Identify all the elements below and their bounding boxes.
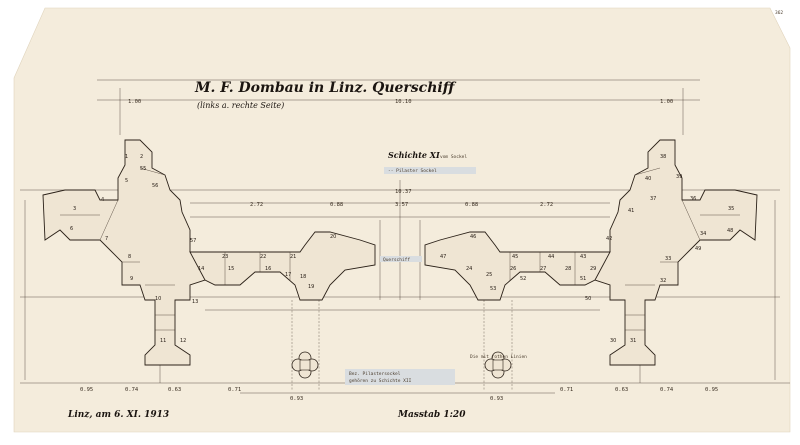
span-dimension: 10.37 xyxy=(395,189,412,195)
block-label: 49 xyxy=(695,246,701,252)
block-label: 38 xyxy=(660,154,666,160)
block-label: 41 xyxy=(628,208,634,214)
block-label: 37 xyxy=(650,196,656,202)
block-label: 23 xyxy=(222,254,228,260)
block-label: 32 xyxy=(660,278,666,284)
mid-dim-3: 3.57 xyxy=(395,202,408,208)
block-label: 57 xyxy=(190,238,196,244)
mid-dim-1: 2.72 xyxy=(250,202,263,208)
bottom-left-dim-4: 0.71 xyxy=(228,387,241,393)
block-label: 30 xyxy=(610,338,616,344)
pier-base-right xyxy=(484,351,512,379)
block-label: 2 xyxy=(140,154,143,160)
layer-label: Schichte XI xyxy=(388,150,440,160)
mid-dim-4: 0.88 xyxy=(465,202,478,208)
right-wing-plan xyxy=(424,139,758,366)
left-block-labels: 1 2 3 4 5 6 7 8 9 10 11 12 13 14 15 16 1… xyxy=(70,154,336,344)
block-label: 25 xyxy=(486,272,492,278)
legend-note-2: Bez. Pilastersockel xyxy=(349,371,401,377)
left-wing-plan xyxy=(42,139,376,366)
block-label: 56 xyxy=(152,183,158,189)
block-label: 51 xyxy=(580,276,586,282)
block-label: 20 xyxy=(330,234,336,240)
block-label: 15 xyxy=(228,266,234,272)
block-label: 28 xyxy=(565,266,571,272)
block-label: 50 xyxy=(585,296,591,302)
block-label: 16 xyxy=(265,266,271,272)
block-label: 22 xyxy=(260,254,266,260)
block-label: 44 xyxy=(548,254,554,260)
block-label: 11 xyxy=(160,338,166,344)
block-label: 13 xyxy=(192,299,198,305)
block-label: 1 xyxy=(125,154,128,160)
layer-note-1: vom Sockel xyxy=(440,154,467,160)
block-label: 52 xyxy=(520,276,526,282)
paper xyxy=(13,7,791,433)
block-label: 26 xyxy=(510,266,516,272)
drawing-scale: Masstab 1:20 xyxy=(397,410,466,420)
block-label: 40 xyxy=(645,176,651,182)
bottom-right-dim-5: 0.95 xyxy=(705,387,718,393)
drawing-date: Linz, am 6. XI. 1913 xyxy=(67,410,169,420)
block-label: 43 xyxy=(580,254,586,260)
sheet-number: 362 xyxy=(775,10,783,16)
pier-base-left xyxy=(291,351,319,379)
right-block-labels: 24 25 26 27 28 29 30 31 32 33 34 35 36 3… xyxy=(440,154,734,344)
legend-note-3: gehören zu Schichte XII xyxy=(349,378,412,384)
center-label: Querschiff xyxy=(383,257,410,263)
layer-note-2: -- Pilaster Sockel xyxy=(388,168,437,174)
bottom-left-dim-3: 0.63 xyxy=(168,387,181,393)
block-label: 5 xyxy=(125,178,128,184)
bottom-right-dim-3: 0.63 xyxy=(615,387,628,393)
block-label: 19 xyxy=(308,284,314,290)
block-label: 27 xyxy=(540,266,546,272)
block-label: 4 xyxy=(101,197,104,203)
bottom-right-dim-1: 0.93 xyxy=(490,396,503,402)
block-label: 3 xyxy=(73,206,76,212)
legend-note-1: Die mit rothen Linien xyxy=(470,354,527,360)
block-label: 48 xyxy=(727,228,733,234)
right-upper-dimension: 1.00 xyxy=(660,99,673,105)
block-label: 9 xyxy=(130,276,133,282)
block-label: 36 xyxy=(690,196,696,202)
mid-dim-5: 2.72 xyxy=(540,202,553,208)
block-label: 34 xyxy=(700,231,706,237)
block-label: 21 xyxy=(290,254,296,260)
block-label: 42 xyxy=(606,236,612,242)
legend-note-bg xyxy=(345,369,455,385)
block-label: 33 xyxy=(665,256,671,262)
bottom-left-dim-5: 0.93 xyxy=(290,396,303,402)
block-label: 53 xyxy=(490,286,496,292)
mid-dim-2: 0.88 xyxy=(330,202,343,208)
block-label: 18 xyxy=(300,274,306,280)
block-label: 29 xyxy=(590,266,596,272)
block-label: 45 xyxy=(512,254,518,260)
bottom-right-dim-2: 0.71 xyxy=(560,387,573,393)
layer-note-bg xyxy=(384,167,476,174)
block-label: 7 xyxy=(105,236,108,242)
bottom-left-dim-1: 0.95 xyxy=(80,387,93,393)
block-label: 10 xyxy=(155,296,161,302)
overall-dimension: 10.10 xyxy=(395,99,412,105)
block-label: 6 xyxy=(70,226,73,232)
bottom-right-dim-4: 0.74 xyxy=(660,387,674,393)
bottom-left-dim-2: 0.74 xyxy=(125,387,139,393)
block-label: 8 xyxy=(128,254,131,260)
block-label: 39 xyxy=(676,174,682,180)
block-label: 17 xyxy=(285,272,291,278)
block-label: 12 xyxy=(180,338,186,344)
page-title: M. F. Dombau in Linz. Querschiff xyxy=(194,80,457,96)
block-label: 14 xyxy=(198,266,204,272)
center-label-bg xyxy=(380,256,422,262)
block-label: 47 xyxy=(440,254,446,260)
block-label: 35 xyxy=(728,206,734,212)
block-label: 31 xyxy=(630,338,636,344)
left-upper-dimension: 1.00 xyxy=(128,99,141,105)
block-label: 24 xyxy=(466,266,472,272)
page-subtitle: (links a. rechte Seite) xyxy=(197,101,284,110)
block-label: 46 xyxy=(470,234,476,240)
block-label: 55 xyxy=(140,166,146,172)
